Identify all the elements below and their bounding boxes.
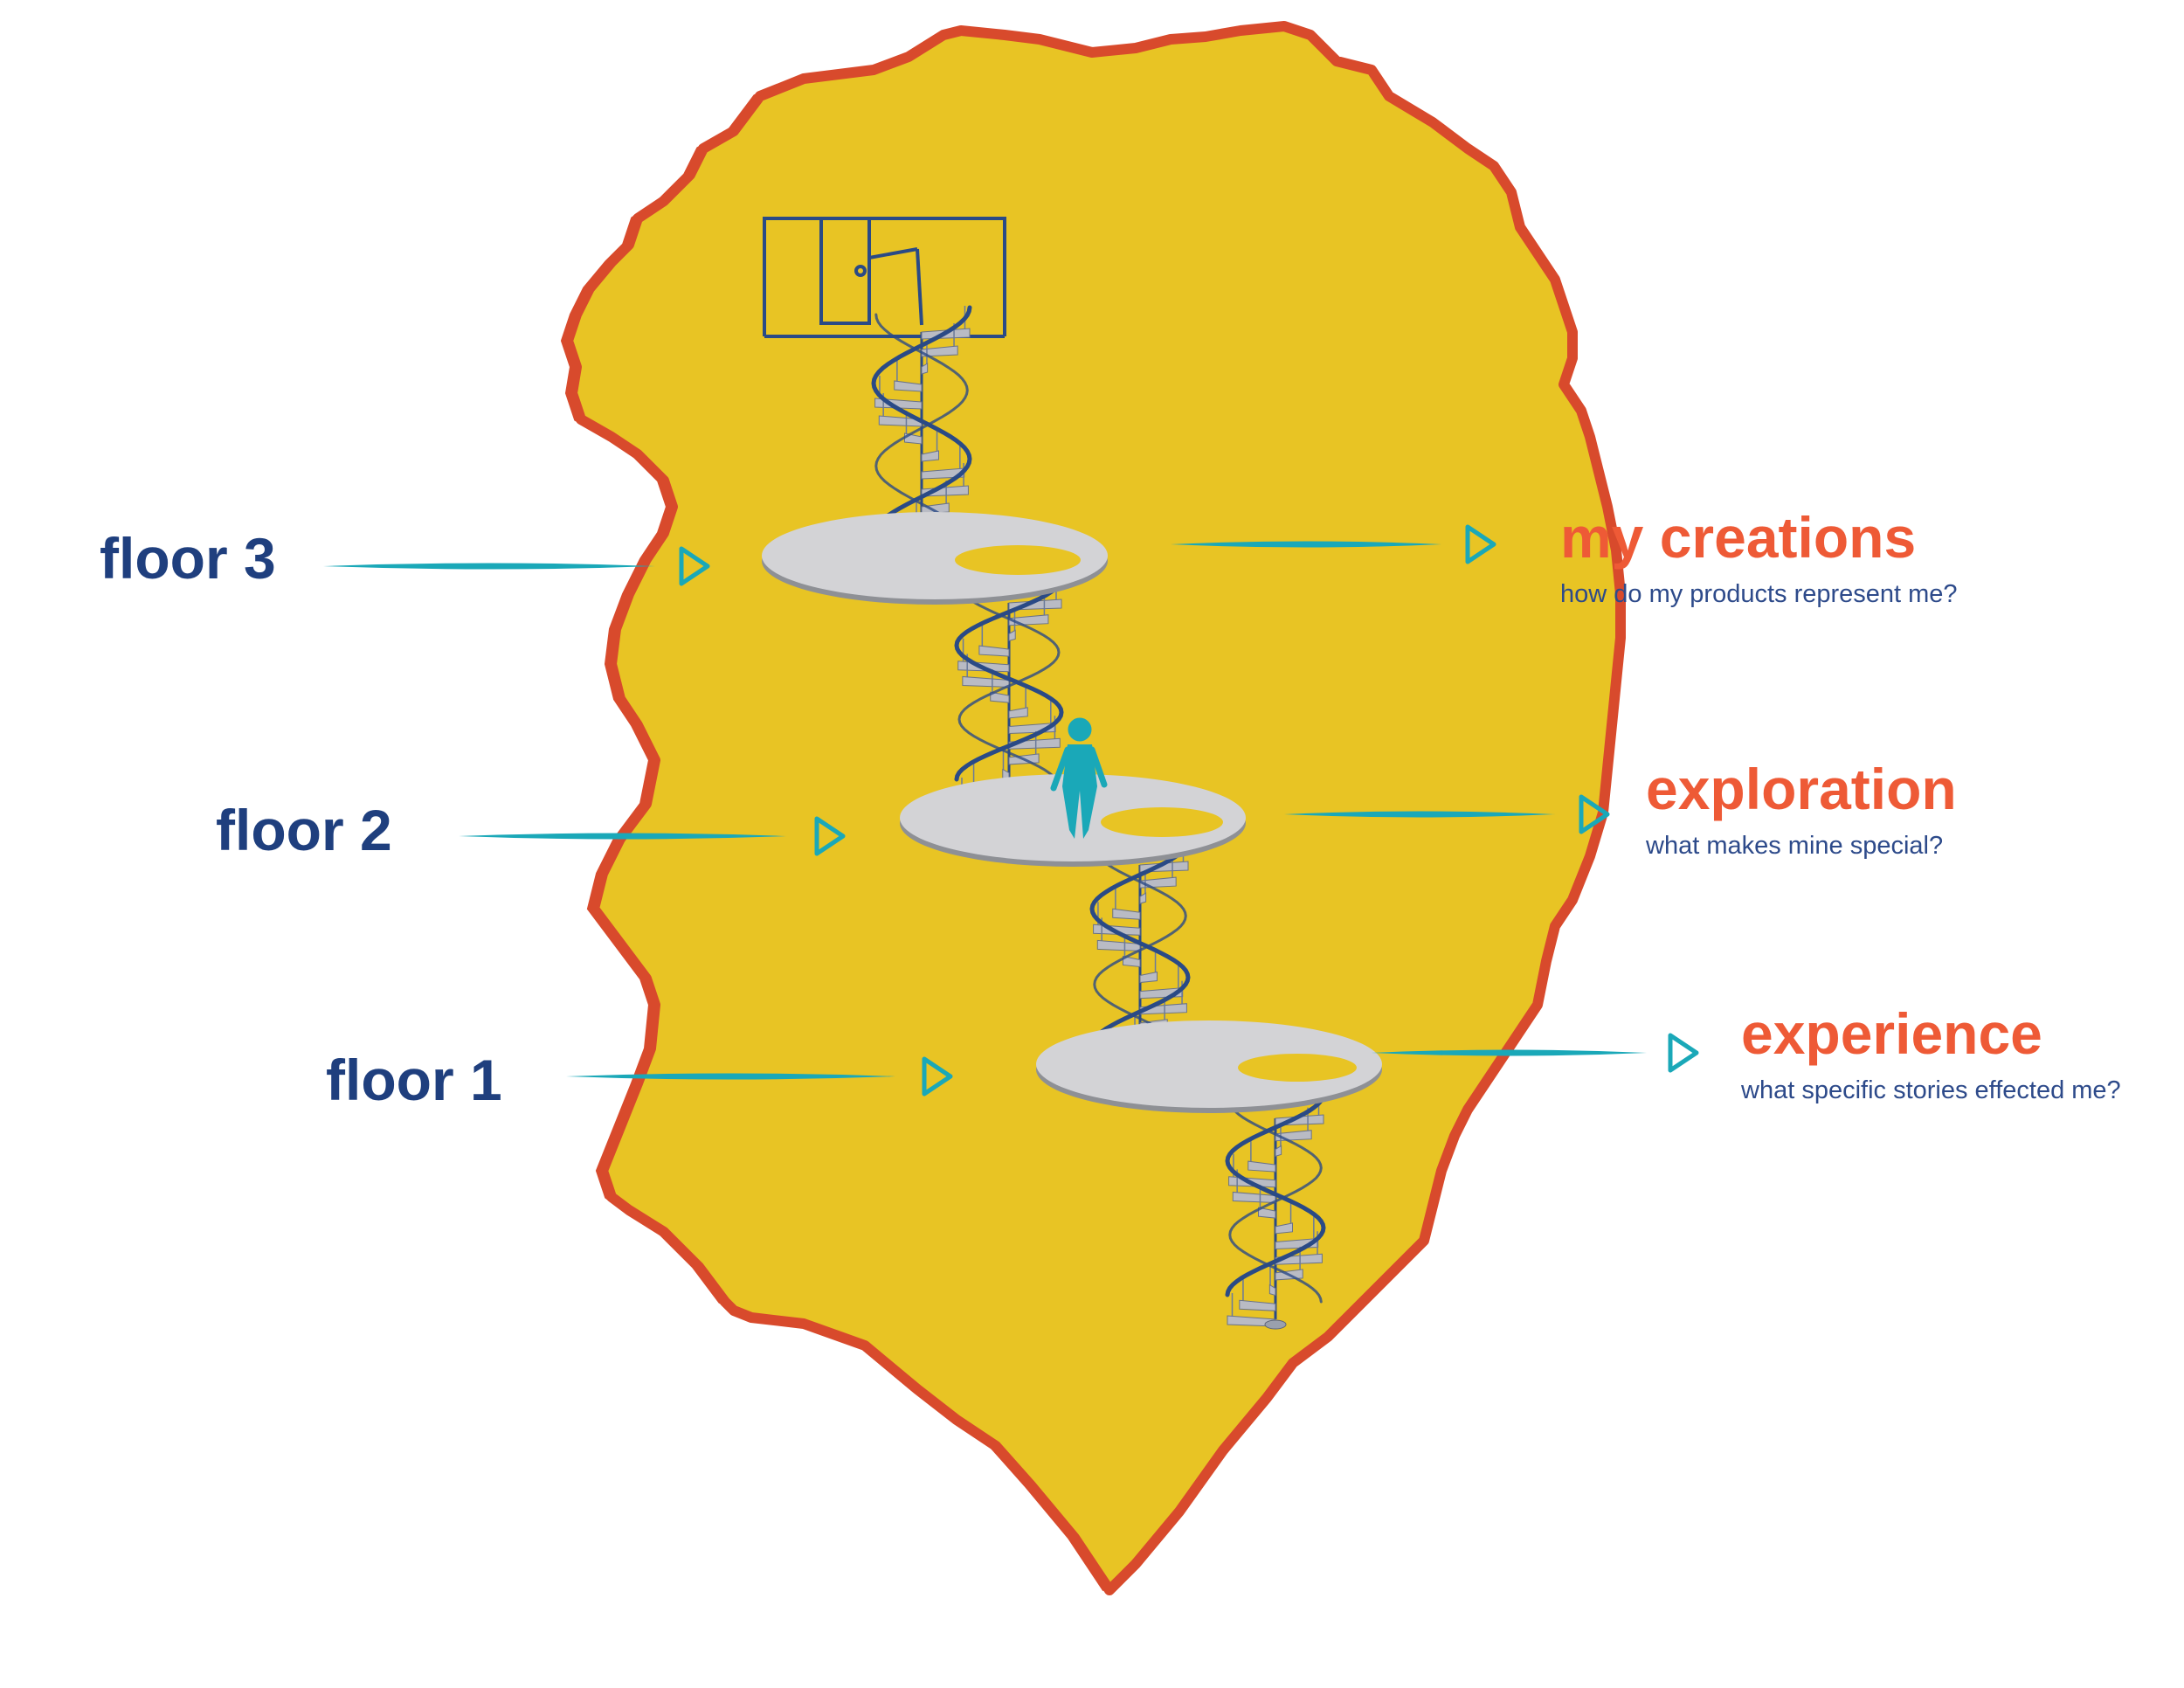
- arrow-right-icon: [814, 816, 846, 856]
- topic-subtitle: how do my products represent me?: [1560, 580, 1958, 608]
- topic-floor-1: experience what specific stories effecte…: [1741, 1005, 2121, 1103]
- topic-subtitle: what makes mine special?: [1646, 832, 1944, 860]
- topic-title: experience: [1741, 1001, 2042, 1066]
- arrow-right-icon: [1579, 794, 1610, 834]
- connector-line: [1171, 541, 1441, 548]
- topic-floor-2: exploration what makes mine special?: [1646, 760, 1957, 859]
- platform-floor-1: [1036, 1020, 1382, 1113]
- arrow-right-icon: [922, 1056, 953, 1097]
- topic-floor-3: my creations how do my products represen…: [1560, 508, 1958, 607]
- topic-title: exploration: [1646, 757, 1957, 821]
- floor-label-3: floor 3: [100, 526, 276, 591]
- arrow-right-icon: [1668, 1033, 1699, 1073]
- connector-line: [1372, 1049, 1647, 1056]
- connector-line: [323, 563, 655, 570]
- staircase-section: [1225, 1091, 1326, 1330]
- topic-subtitle: what specific stories effected me?: [1741, 1076, 2121, 1104]
- head-outline-shadow: [560, 24, 1280, 1592]
- arrow-right-icon: [1465, 524, 1496, 564]
- connector-line: [459, 833, 786, 840]
- connector-line: [566, 1073, 895, 1080]
- connector-line: [1284, 811, 1555, 818]
- topic-title: my creations: [1560, 505, 1917, 570]
- floor-label-1: floor 1: [326, 1048, 502, 1112]
- floor-label-2: floor 2: [216, 798, 392, 862]
- person-icon: [1050, 717, 1108, 839]
- platform-floor-3: [762, 512, 1108, 605]
- arrow-right-icon: [679, 546, 710, 586]
- connector-arrows: [323, 524, 1699, 1097]
- staircase-section: [954, 576, 1064, 814]
